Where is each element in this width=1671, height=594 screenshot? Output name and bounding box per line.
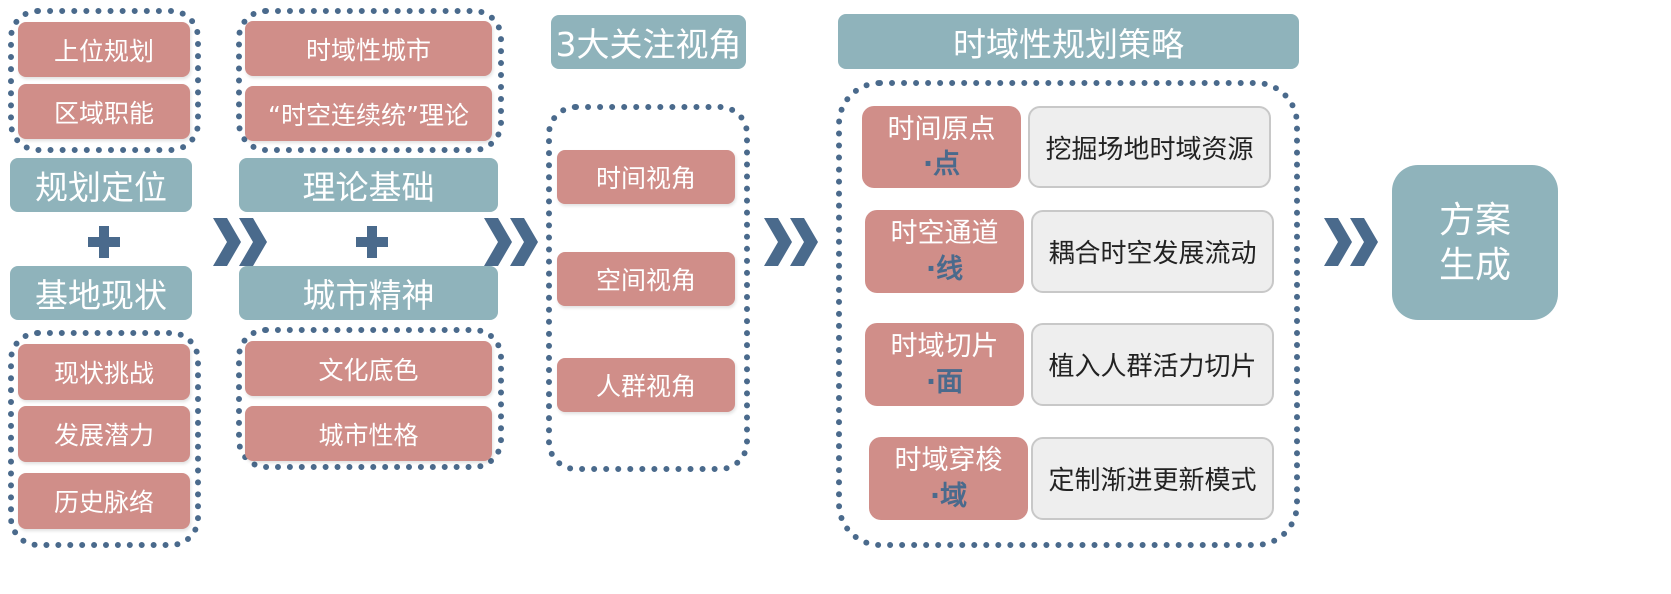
plus-icon	[88, 226, 120, 258]
theory-inputs-group	[236, 8, 504, 153]
strategy-name-time-origin: 时间原点 ·点	[862, 106, 1021, 188]
strategy-name-temporal-shuttle: 时域穿梭 ·域	[869, 437, 1028, 520]
strategy-key-label: ·面	[925, 366, 964, 398]
site-status-heading: 基地现状	[10, 266, 192, 320]
development-potential-box: 发展潜力	[18, 406, 190, 462]
spacetime-continuum-theory-box: “时空连续统”理论	[245, 86, 492, 141]
strategy-desc-box: 挖掘场地时域资源	[1028, 106, 1271, 188]
plan-generation-box: 方案 生成	[1392, 165, 1558, 320]
city-character-box: 城市性格	[245, 406, 492, 461]
crowd-perspective-box: 人群视角	[557, 358, 735, 412]
strategy-key-label: ·域	[929, 480, 968, 512]
space-perspective-box: 空间视角	[557, 252, 735, 306]
strategy-name-label: 时空通道	[890, 218, 999, 250]
result-line-2: 生成	[1438, 244, 1511, 286]
focus-perspectives-title: 3大关注视角	[551, 15, 746, 69]
historical-context-box: 历史脉络	[18, 473, 190, 529]
status-challenge-box: 现状挑战	[18, 344, 190, 400]
planning-position-heading: 规划定位	[10, 158, 192, 212]
strategy-key-label: ·线	[925, 253, 964, 285]
result-line-1: 方案	[1438, 199, 1511, 241]
double-chevron-right-icon	[484, 218, 538, 266]
theory-basis-heading: 理论基础	[239, 158, 498, 212]
strategy-name-temporal-slice: 时域切片 ·面	[865, 323, 1024, 406]
city-spirit-heading: 城市精神	[239, 266, 498, 320]
strategy-name-label: 时域切片	[890, 331, 999, 363]
perspectives-group	[546, 104, 750, 472]
strategy-name-label: 时域穿梭	[894, 445, 1003, 477]
strategy-key-label: ·点	[922, 149, 961, 180]
site-status-group	[8, 330, 201, 548]
strategy-title: 时域性规划策略	[838, 14, 1299, 69]
double-chevron-right-icon	[1324, 218, 1378, 266]
double-chevron-right-icon	[213, 218, 267, 266]
plus-icon	[356, 226, 388, 258]
double-chevron-right-icon	[764, 218, 818, 266]
strategy-name-label: 时间原点	[887, 113, 996, 145]
planning-inputs-group	[8, 8, 201, 153]
strategy-group	[836, 80, 1300, 548]
time-perspective-box: 时间视角	[557, 150, 735, 204]
temporal-city-box: 时域性城市	[245, 21, 492, 76]
strategy-desc-box: 定制渐进更新模式	[1031, 437, 1274, 520]
strategy-desc-box: 植入人群活力切片	[1031, 323, 1274, 406]
upper-plan-box: 上位规划	[18, 22, 190, 77]
regional-function-box: 区域职能	[18, 84, 190, 139]
cultural-background-box: 文化底色	[245, 341, 492, 396]
strategy-name-spacetime-channel: 时空通道 ·线	[865, 210, 1024, 293]
city-spirit-group	[236, 327, 504, 470]
strategy-desc-box: 耦合时空发展流动	[1031, 210, 1274, 293]
